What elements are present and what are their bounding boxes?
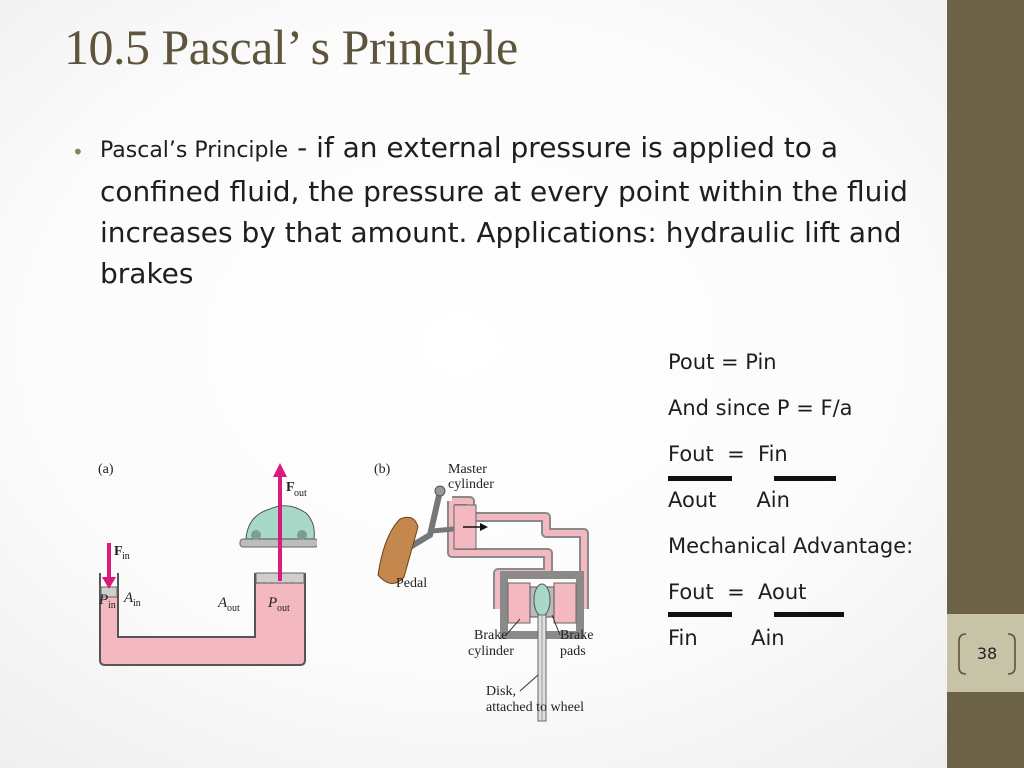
brake-cylinder-label: Brake	[474, 628, 507, 643]
hydraulic-lift-diagram: (a) F in F out P in A in A out P out	[98, 462, 317, 666]
pedal-arm	[407, 488, 443, 550]
page-number: 38	[976, 644, 998, 663]
small-cylinder	[99, 573, 119, 597]
equation-line: And since P = F/a	[668, 396, 853, 420]
pressure-in-subscript: in	[108, 600, 116, 611]
area-out-label: A	[217, 595, 228, 611]
fraction-bar	[668, 476, 732, 481]
tube-outline	[117, 573, 256, 638]
page-number-tab	[947, 614, 1024, 692]
fraction-bar	[774, 612, 844, 617]
page-number-box: 38	[956, 631, 1018, 677]
equation-denominator: Aout Ain	[668, 488, 790, 512]
equation-line: Pout = Pin	[668, 350, 777, 374]
pressure-out-label: P	[267, 595, 277, 611]
pressure-out-subscript: out	[277, 603, 290, 614]
area-out-subscript: out	[227, 603, 240, 614]
disk-label: attached to wheel	[486, 700, 584, 715]
fluid	[100, 583, 305, 665]
panel-label-b: (b)	[374, 462, 391, 477]
bullet-body: - if an external pressure is applied to …	[100, 131, 908, 290]
pressure-in-label: P	[98, 592, 108, 608]
slide-title: 10.5 Pascal’ s Principle	[64, 19, 518, 75]
brake-pads-label: Brake	[560, 628, 593, 643]
bullet-paragraph: Pascal’s Principle - if an external pres…	[100, 127, 950, 294]
fraction-bar	[774, 476, 836, 481]
brake-pads-label: pads	[560, 644, 586, 659]
area-in-subscript: in	[133, 598, 141, 609]
mechanical-advantage-label: Mechanical Advantage:	[668, 534, 914, 558]
force-out-subscript: out	[294, 488, 307, 499]
pedal-pivot	[434, 485, 446, 497]
leader-line	[505, 618, 521, 636]
brake-cylinder-right	[553, 582, 577, 624]
equation-numerator: Fout = Fin	[668, 442, 788, 466]
leader-line	[551, 614, 561, 636]
panel-label-a: (a)	[98, 462, 114, 477]
equation-denominator: Fin Ain	[668, 626, 785, 650]
master-cylinder-label: cylinder	[448, 477, 494, 492]
fraction-bar	[668, 612, 732, 617]
brake-cylinder-label: cylinder	[468, 644, 514, 659]
disk-label: Disk,	[486, 684, 516, 699]
tube-outline	[99, 573, 306, 666]
piston-arrowhead	[480, 523, 488, 531]
brake-cylinder-left	[507, 582, 531, 624]
brake-fluid	[449, 498, 587, 609]
force-in-label: F	[114, 544, 123, 559]
disk-hub	[533, 583, 551, 617]
force-in-subscript: in	[122, 551, 130, 562]
wheel-icon	[297, 530, 307, 540]
hydraulic-brake-diagram: (b) Master cylinder Pedal Brake cylinder…	[374, 462, 593, 722]
equations-block: Pout = Pin And since P = F/a Fout = Fin …	[668, 346, 968, 668]
force-out-arrowhead	[273, 463, 287, 477]
area-in-label: A	[123, 590, 134, 606]
bullet-icon: •	[72, 140, 84, 164]
bracket-frame-icon	[958, 633, 1016, 675]
force-out-label: F	[286, 480, 295, 495]
leader-line	[519, 674, 539, 692]
pedal-rod	[431, 526, 455, 534]
master-cylinder-label: Master	[448, 462, 487, 477]
pedal-label: Pedal	[396, 576, 427, 591]
pedal-pad-icon	[377, 516, 419, 584]
equation-numerator: Fout = Aout	[668, 580, 807, 604]
wheel-icon	[251, 530, 261, 540]
bullet-term: Pascal’s Principle	[100, 138, 289, 163]
force-in-arrowhead	[102, 577, 116, 589]
